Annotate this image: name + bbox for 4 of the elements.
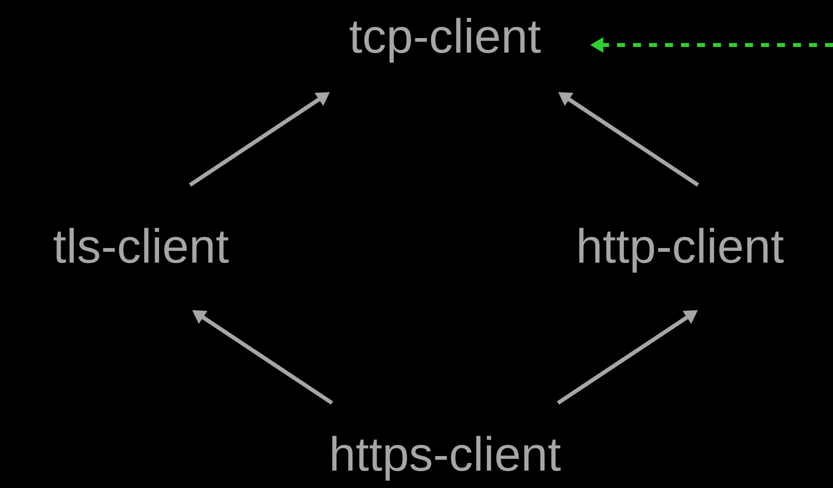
node-label: http-client xyxy=(579,228,784,273)
node-label: https-client xyxy=(332,436,561,481)
node-label: tcp-client xyxy=(350,18,541,63)
node-label: tls-client xyxy=(54,228,229,264)
